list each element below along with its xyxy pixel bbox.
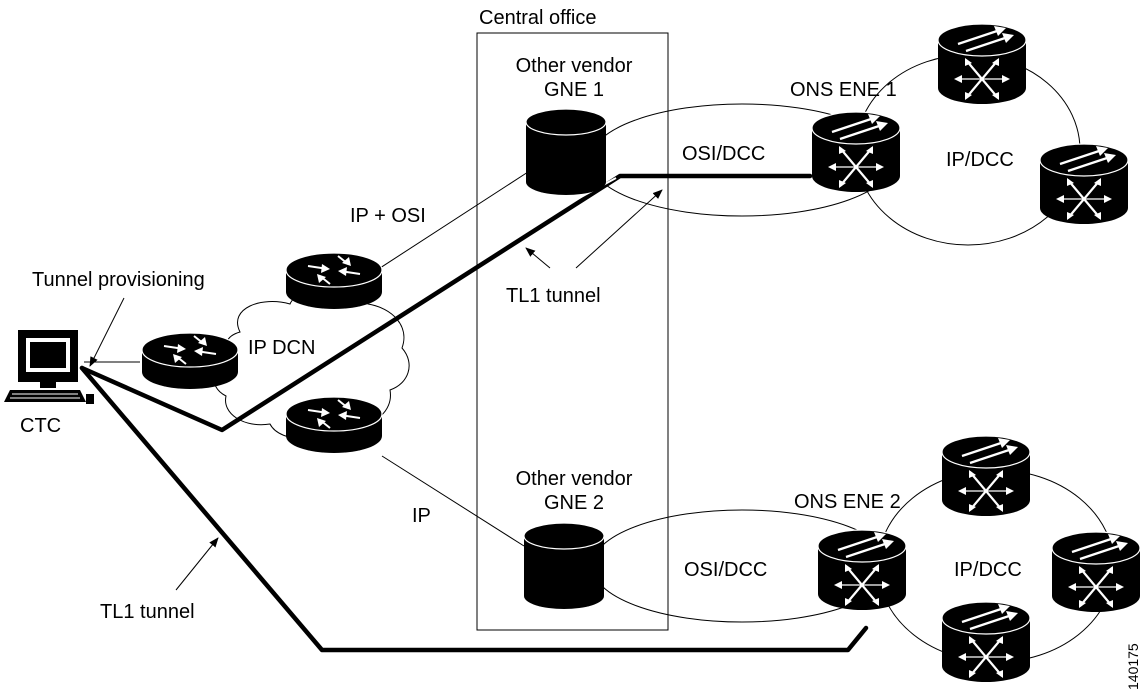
osi-dcc-label-bottom: OSI/DCC: [684, 559, 767, 581]
gne2-node: [523, 522, 605, 610]
gne1-label-line2: GNE 1: [544, 79, 604, 101]
router-ctc: [141, 332, 239, 390]
tl1-tunnel-label-center: TL1 tunnel: [506, 285, 601, 307]
switch-top-right-2: [1038, 142, 1130, 226]
tl1-tunnel-arrow-left: [175, 537, 219, 591]
gne1-node: [525, 108, 607, 196]
router-bottom: [285, 396, 383, 454]
ons-ene1-node: [810, 110, 902, 194]
ip-osi-link: [379, 171, 529, 269]
switch-bottom-right-3: [940, 600, 1032, 684]
ons-ene2-label: ONS ENE 2: [794, 491, 901, 513]
tl1-tunnel-label-left: TL1 tunnel: [100, 601, 195, 623]
gne1-label-line1: Other vendor: [516, 55, 633, 77]
ip-label: IP: [412, 505, 431, 527]
ip-osi-label: IP + OSI: [350, 205, 426, 227]
tunnel-provisioning-arrow: [89, 297, 125, 367]
router-top: [285, 252, 383, 310]
gne2-label-line2: GNE 2: [544, 492, 604, 514]
switch-bottom-right-2: [1050, 530, 1142, 614]
ctc-label: CTC: [20, 415, 61, 437]
central-office-label: Central office: [479, 7, 596, 29]
ip-dcn-label: IP DCN: [248, 337, 315, 359]
switch-top-right-1: [936, 22, 1028, 106]
ip-link: [381, 455, 525, 547]
central-office-box: [476, 32, 669, 631]
ctc-computer-icon: [4, 330, 94, 404]
ons-ene1-label: ONS ENE 1: [790, 79, 897, 101]
figure-number: 140175: [1125, 643, 1141, 690]
tl1-tunnel-top: [79, 173, 813, 433]
osi-dcc-label-top: OSI/DCC: [682, 143, 765, 165]
tunnel-provisioning-label: Tunnel provisioning: [32, 269, 205, 291]
tl1-tunnel-arrow-left-center: [525, 247, 551, 269]
ip-dcc-label-top: IP/DCC: [946, 149, 1014, 171]
ip-dcc-label-bottom: IP/DCC: [954, 559, 1022, 581]
ons-ene2-node: [816, 528, 908, 612]
gne2-label-line1: Other vendor: [516, 468, 633, 490]
tl1-tunnel-bottom: [79, 365, 869, 653]
switch-bottom-right-1: [940, 434, 1032, 518]
tl1-tunnel-arrow-right-center: [575, 189, 663, 269]
